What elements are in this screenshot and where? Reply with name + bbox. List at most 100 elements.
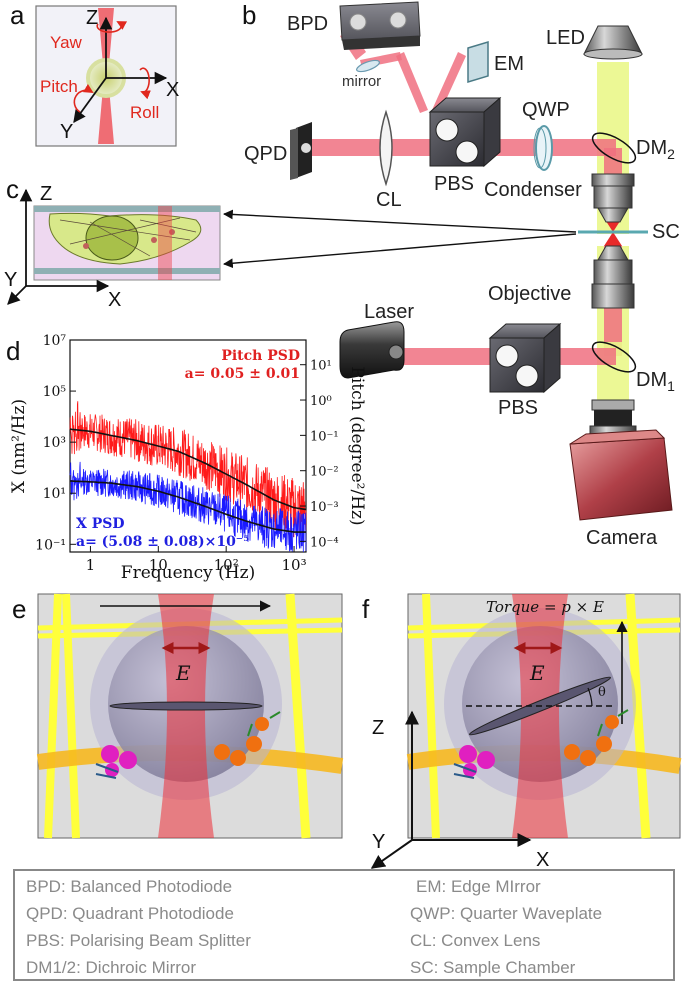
- panel-f-x-label: X: [536, 849, 549, 871]
- psd-left-tick-label: 10⁻¹: [35, 537, 66, 553]
- sc-zoom-arrow-top: [223, 209, 577, 233]
- psd-x-axis-label: Frequency (Hz): [121, 563, 255, 583]
- panel-c-sample-chamber: Z X Y: [4, 183, 221, 311]
- panel-a-z-label: Z: [86, 7, 98, 29]
- psd-right-tick-label: 10⁰: [310, 394, 332, 409]
- psd-right-tick-label: 10⁻³: [310, 500, 339, 515]
- psd-left-tick-label: 10¹: [43, 486, 66, 502]
- panel-e-filament-right: [285, 593, 311, 839]
- panel-b-optical-setup: BPD mirror EM QPD CL PBS: [223, 1, 680, 549]
- beam-to-mirror: [396, 52, 428, 113]
- panel-a-yaw-arrow: [96, 21, 128, 33]
- abbreviation-legend: BPD: Balanced Photodiode QPD: Quadrant P…: [13, 869, 675, 981]
- label-qwp: QWP: [522, 99, 570, 121]
- dichroic-mirror-2: [591, 132, 637, 164]
- camera: [569, 399, 673, 521]
- label-laser: Laser: [364, 301, 414, 323]
- panel-e-bead-axis: [109, 701, 263, 711]
- panel-e-trapped-bead: E: [36, 593, 344, 839]
- legend-entry-qwp: QWP: Quarter Waveplate: [410, 904, 602, 923]
- label-objective: Objective: [488, 283, 571, 305]
- panel-e-field-label: E: [175, 661, 191, 685]
- psd-left-tick-label: 10⁵: [43, 384, 67, 400]
- panel-f-motor-left: [453, 745, 495, 779]
- sc-zoom-arrow-bottom: [223, 233, 577, 269]
- label-em: EM: [494, 53, 524, 75]
- psd-trace-x: [69, 461, 307, 553]
- label-sc: SC: [652, 221, 680, 243]
- panel-f-motor-right: [564, 709, 629, 766]
- dichroic-mirror-1: [591, 341, 637, 373]
- panel-letter-d: d: [6, 336, 20, 366]
- objective-lens: [591, 245, 635, 309]
- chamber-laser-beam: [158, 206, 172, 280]
- psd-right-tick-label: 10¹: [310, 359, 332, 374]
- panel-a-roll-label: Roll: [130, 103, 159, 122]
- psd-series-layer: [69, 401, 307, 553]
- laser-focus-bottom: [604, 232, 622, 246]
- psd-x-tick-label: 10²: [214, 556, 239, 574]
- psd-x-tick-label: 10: [149, 556, 168, 574]
- panel-f-laser-beam: [512, 594, 568, 838]
- panel-e-motor-right: [214, 711, 281, 766]
- legend-entry-bpd: BPD: Balanced Photodiode: [26, 877, 232, 896]
- legend-frame: [13, 869, 675, 981]
- panel-f-y-label: Y: [372, 831, 385, 853]
- label-dm2-main: DM: [636, 137, 667, 159]
- panel-a-yaw-label: Yaw: [50, 33, 83, 52]
- legend-entry-em: EM: Edge MIrror: [416, 877, 541, 896]
- label-dm1-sub: 1: [667, 378, 675, 394]
- legend-entry-qpd: QPD: Quadrant Photodiode: [26, 904, 234, 923]
- pbs-top-cube: [428, 96, 502, 168]
- label-mirror: mirror: [342, 73, 381, 90]
- psd-x-tick-label: 1: [86, 556, 96, 574]
- panel-f-torqued-bead: θ Torque = p × E E Z X Y: [370, 593, 682, 871]
- panel-a-pitch-label: Pitch: [40, 77, 78, 96]
- qpd-detector: [290, 122, 312, 180]
- cell-vesicle-3: [83, 243, 89, 249]
- panel-letter-a: a: [10, 0, 25, 30]
- chamber-bottom-glass: [34, 268, 220, 274]
- panel-a-rotation-schematic: Z X Y Yaw Pitch Roll: [35, 5, 179, 147]
- panel-a-roll-arrow: [139, 67, 151, 100]
- label-led: LED: [546, 27, 585, 49]
- psd-right-axis-label: Pitch (degree²/Hz): [347, 366, 367, 525]
- psd-left-tick-label: 10³: [43, 435, 66, 451]
- psd-trace-pitch: [69, 401, 307, 538]
- psd-fit-pitch: [69, 428, 307, 511]
- legend-right-column: EM: Edge MIrror QWP: Quarter Waveplate C…: [410, 877, 602, 977]
- mirror-element: [356, 59, 380, 73]
- panel-letter-f: f: [362, 594, 370, 624]
- panel-f-theta-arc: [587, 687, 593, 707]
- label-pbs-bottom: PBS: [498, 397, 538, 419]
- bpd-detector: [339, 1, 421, 50]
- panel-a-pitch-arrow: [73, 83, 94, 113]
- cell-vesicle-2: [169, 229, 175, 235]
- pitch-psd-fit-annotation: a= 0.05 ± 0.01: [185, 366, 300, 382]
- panel-f-z-label: Z: [372, 717, 384, 739]
- label-bpd: BPD: [287, 13, 328, 35]
- panel-a-x-label: X: [166, 79, 179, 101]
- legend-entry-sc: SC: Sample Chamber: [410, 958, 576, 977]
- label-condenser: Condenser: [484, 179, 582, 201]
- pitch-psd-legend: Pitch PSD: [221, 348, 300, 364]
- bpd-photodiode-2: [389, 11, 407, 29]
- cell-vesicle-1: [151, 237, 157, 243]
- edge-mirror: [467, 40, 489, 84]
- label-pbs-top: PBS: [434, 173, 474, 195]
- panel-c-y-label: Y: [4, 269, 17, 291]
- legend-left-column: BPD: Balanced Photodiode QPD: Quadrant P…: [26, 877, 251, 977]
- label-cl: CL: [376, 189, 402, 211]
- chamber-top-glass: [34, 206, 220, 212]
- panel-e-motor-left: [95, 745, 137, 779]
- panel-letter-c: c: [6, 174, 19, 204]
- panel-f-filament-right: [625, 593, 651, 839]
- panel-letter-e: e: [12, 594, 26, 624]
- psd-left-tick-label: 10⁷: [43, 333, 67, 349]
- panel-a-y-label: Y: [60, 121, 73, 143]
- quarter-waveplate: [533, 125, 553, 171]
- label-dm1-main: DM: [636, 369, 667, 391]
- panel-f-theta-label: θ: [598, 685, 606, 700]
